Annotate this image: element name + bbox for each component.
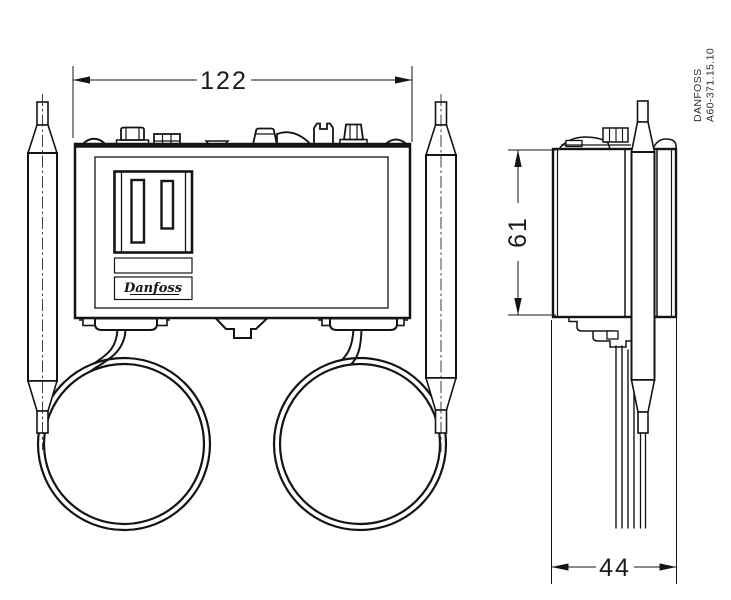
spindle-knob-icon — [251, 127, 279, 146]
reference-number: A60-371.15.10 — [705, 48, 717, 122]
side-height-value: 61 — [504, 216, 532, 248]
bracket-tab — [606, 330, 619, 340]
foot-tab — [82, 317, 96, 327]
left-sensor-bulb — [26, 94, 59, 450]
housing-face-line — [624, 149, 658, 317]
logo-script-text: Danfoss — [123, 281, 183, 296]
switch-window — [113, 170, 194, 254]
coil-outer-ring — [36, 356, 212, 532]
arrowhead-left-icon — [73, 76, 90, 84]
bracket-step — [568, 317, 614, 332]
switch-plate — [113, 170, 194, 254]
arrowhead-right-icon — [659, 563, 677, 571]
arrowhead-left-icon — [551, 563, 569, 571]
reference-brand: DANFOSS — [692, 68, 704, 122]
dimension-extension-line — [551, 152, 677, 584]
knob-detail — [349, 125, 358, 140]
sensor-body — [630, 151, 656, 381]
switch-plate-detail — [120, 171, 187, 253]
side-sensor-bulb — [630, 100, 656, 529]
logo-plate — [113, 276, 193, 301]
side-view — [551, 100, 678, 529]
front-width-value: 122 — [200, 67, 248, 95]
terminal-detail — [608, 128, 624, 142]
capillary-tube — [341, 328, 355, 361]
reference-text: DANFOSS A60-371.15.10 — [692, 48, 717, 122]
mounting-feet — [79, 317, 408, 331]
sensor-shoulder — [630, 121, 656, 153]
capillary-bundle — [615, 345, 635, 529]
front-width-dimension: 122 — [72, 66, 413, 142]
front-panel — [94, 156, 389, 309]
blank-label-strip — [113, 257, 193, 274]
left-capillary-coil — [36, 328, 212, 532]
arrowhead-up-icon — [514, 150, 522, 167]
switch-slot-right — [160, 179, 175, 230]
sensor-shoulder — [630, 379, 656, 413]
foot-bracket — [94, 317, 158, 331]
sensor-bottom-stub — [637, 411, 649, 434]
drawing-reference: DANFOSS A60-371.15.10 — [692, 48, 717, 122]
coil-inner-ring — [278, 362, 442, 526]
arrowhead-right-icon — [395, 76, 412, 84]
knob-detail — [125, 128, 140, 140]
housing-edge-detail — [556, 149, 673, 317]
side-height-dimension: 61 — [504, 149, 556, 316]
side-depth-value: 44 — [599, 554, 631, 582]
coil-inner-ring — [42, 362, 206, 526]
cable-gland — [213, 317, 270, 339]
adjust-knob-icon — [342, 123, 365, 141]
dimension-extension-line — [508, 149, 556, 316]
adjust-knob-icon — [120, 126, 145, 141]
coil-outer-ring — [272, 356, 448, 532]
capillary-tube — [89, 328, 127, 373]
capillary-line — [639, 432, 647, 529]
dome-cap-icon — [651, 138, 677, 150]
fitting-block — [565, 139, 583, 148]
bottom-bracket — [568, 317, 632, 348]
cam-hump — [276, 131, 312, 146]
capillary-tube — [93, 328, 119, 364]
right-capillary-coil — [272, 328, 448, 532]
arrowhead-down-icon — [514, 298, 522, 315]
capillary-tube — [350, 328, 363, 366]
front-view: Danfoss — [73, 122, 412, 339]
sensor-top-stub — [636, 100, 649, 123]
side-depth-dimension: 44 — [551, 152, 677, 584]
contact-plug-icon — [313, 122, 334, 146]
foot-bracket — [329, 317, 398, 331]
danfoss-logo: Danfoss — [113, 276, 193, 301]
right-sensor-bulb — [424, 94, 458, 452]
switch-slot-left — [130, 178, 146, 244]
